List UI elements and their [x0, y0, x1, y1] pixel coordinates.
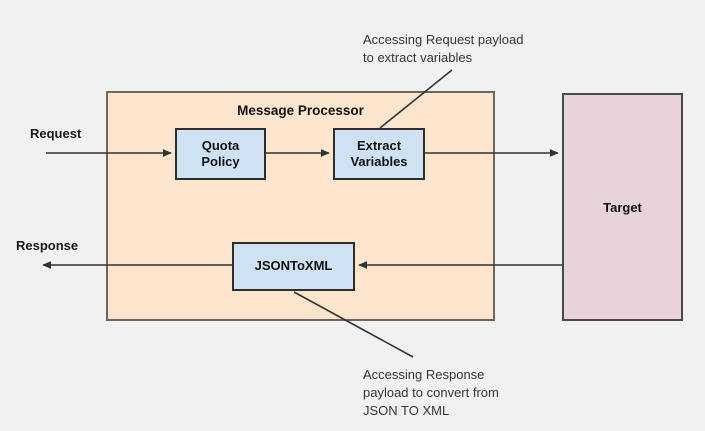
request-payload-annotation: Accessing Request payload to extract var… — [363, 32, 524, 66]
target-box: Target — [562, 93, 683, 321]
bottom-annotation-leader-line — [293, 291, 414, 358]
jsontoxml-node: JSONToXML — [232, 242, 355, 291]
top-annotation-leader-line — [379, 69, 453, 129]
message-processor-title: Message Processor — [237, 103, 364, 118]
target-label: Target — [603, 199, 642, 215]
quota-policy-node: Quota Policy — [175, 128, 266, 180]
response-payload-annotation: Accessing Response payload to convert fr… — [363, 367, 499, 419]
request-label: Request — [30, 126, 82, 141]
response-label: Response — [16, 238, 79, 253]
extract-variables-node: Extract Variables — [333, 128, 425, 180]
